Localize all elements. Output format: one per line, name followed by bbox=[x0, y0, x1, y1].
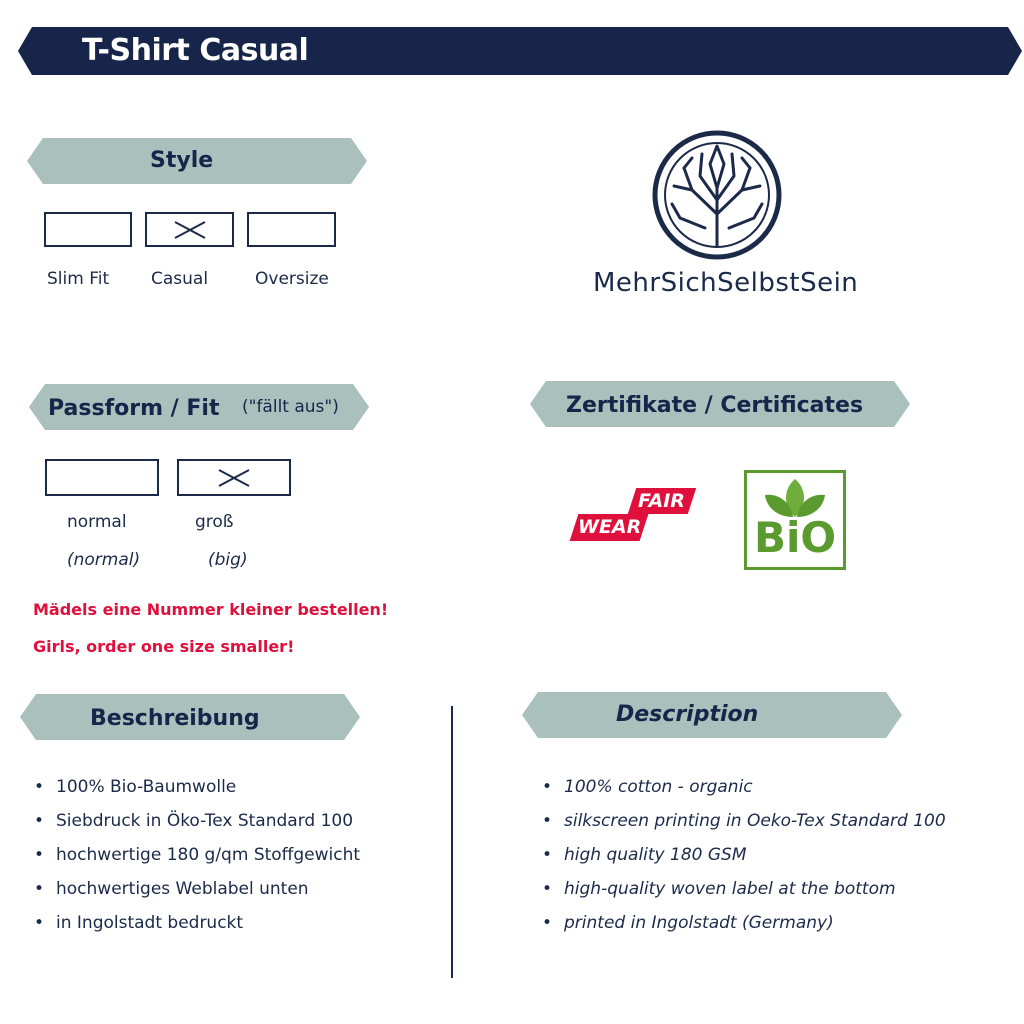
fit-checkbox-gross[interactable] bbox=[177, 459, 291, 496]
style-checkbox-slim-fit[interactable] bbox=[44, 212, 132, 247]
list-item: hochwertige 180 g/qm Stoffgewicht bbox=[22, 838, 360, 872]
style-checkbox-casual[interactable] bbox=[145, 212, 234, 247]
list-item: printed in Ingolstadt (Germany) bbox=[530, 906, 946, 940]
beschreibung-heading: Beschreibung bbox=[90, 706, 260, 731]
style-label-oversize: Oversize bbox=[255, 269, 329, 289]
style-checkbox-oversize[interactable] bbox=[247, 212, 336, 247]
list-item: Siebdruck in Öko-Tex Standard 100 bbox=[22, 804, 360, 838]
style-label-slim-fit: Slim Fit bbox=[47, 269, 110, 289]
list-item: high quality 180 GSM bbox=[530, 838, 946, 872]
list-item: high-quality woven label at the bottom bbox=[530, 872, 946, 906]
style-label-casual: Casual bbox=[151, 269, 209, 289]
fit-label-gross: groß bbox=[195, 512, 234, 532]
tree-logo-icon bbox=[652, 130, 782, 260]
description-heading-banner bbox=[522, 692, 902, 738]
fit-translation-big: (big) bbox=[208, 550, 248, 570]
certificates-heading-banner bbox=[530, 381, 910, 427]
sizing-warning-en: Girls, order one size smaller! bbox=[33, 637, 295, 656]
sizing-warning-de: Mädels eine Nummer kleiner bestellen! bbox=[33, 600, 389, 619]
fit-heading-banner bbox=[29, 384, 369, 430]
certificates-heading: Zertifikate / Certificates bbox=[566, 393, 864, 418]
fair-wear-line1: FAIR bbox=[638, 490, 685, 512]
fair-wear-logo: FAIR WEAR bbox=[569, 488, 697, 543]
title-banner bbox=[18, 27, 1022, 75]
fit-label-normal: normal bbox=[67, 512, 127, 532]
bio-seal-text: BiO bbox=[753, 513, 837, 562]
fit-translation-normal: (normal) bbox=[67, 550, 141, 570]
list-item: in Ingolstadt bedruckt bbox=[22, 906, 360, 940]
page-title: T-Shirt Casual bbox=[82, 33, 309, 68]
beschreibung-list: 100% Bio-Baumwolle Siebdruck in Öko-Tex … bbox=[22, 770, 360, 940]
list-item: 100% Bio-Baumwolle bbox=[22, 770, 360, 804]
fit-note: ("fällt aus") bbox=[242, 397, 339, 417]
fair-wear-line2: WEAR bbox=[578, 516, 642, 538]
column-divider bbox=[451, 706, 453, 978]
leaves-icon bbox=[765, 479, 825, 517]
beschreibung-heading-banner bbox=[20, 694, 360, 740]
style-heading: Style bbox=[150, 148, 214, 173]
fit-heading: Passform / Fit bbox=[48, 396, 220, 421]
list-item: silkscreen printing in Oeko-Tex Standard… bbox=[530, 804, 946, 838]
description-list: 100% cotton - organic silkscreen printin… bbox=[530, 770, 946, 940]
description-heading: Description bbox=[616, 702, 759, 727]
brand-name: MehrSichSelbstSein bbox=[593, 268, 859, 298]
list-item: hochwertiges Weblabel unten bbox=[22, 872, 360, 906]
fit-checkbox-normal[interactable] bbox=[45, 459, 159, 496]
list-item: 100% cotton - organic bbox=[530, 770, 946, 804]
style-heading-banner bbox=[27, 138, 367, 184]
bio-seal: BiO bbox=[744, 470, 846, 570]
